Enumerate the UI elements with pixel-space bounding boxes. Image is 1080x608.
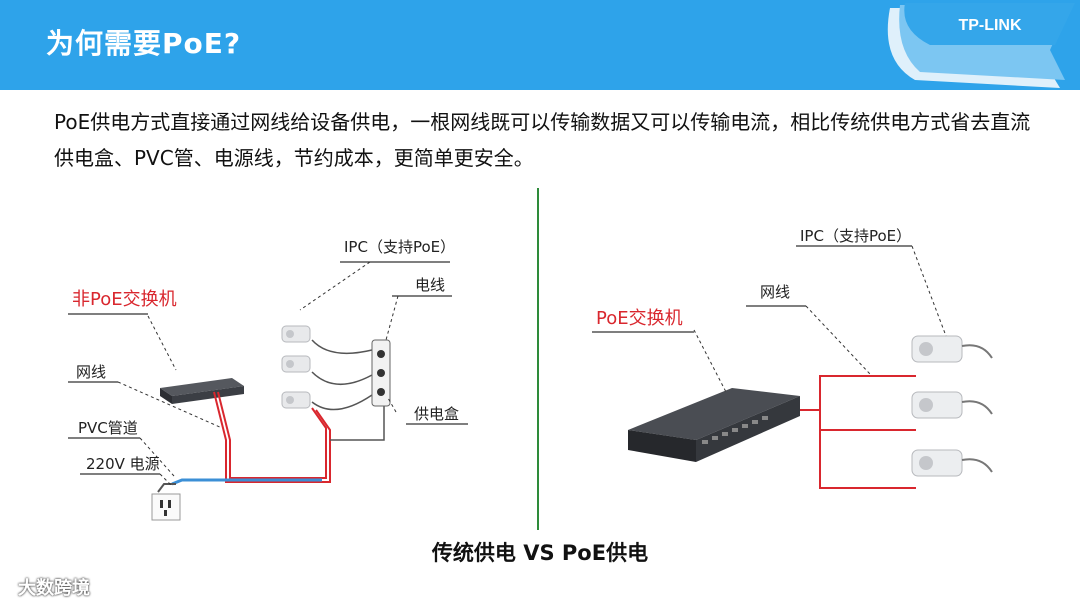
left-network-label: 网线 bbox=[76, 363, 106, 381]
camera-icon bbox=[911, 391, 993, 419]
mains-label: 220V 电源 bbox=[86, 455, 160, 473]
diagram-caption: 传统供电 VS PoE供电 bbox=[431, 541, 649, 565]
left-ipc-cameras bbox=[281, 325, 311, 409]
poe-network-cable bbox=[800, 375, 916, 489]
power-wires bbox=[311, 339, 385, 441]
right-network-label: 网线 bbox=[760, 283, 790, 301]
camera-icon bbox=[281, 391, 311, 409]
poe-switch-label: PoE交换机 bbox=[596, 308, 683, 329]
power-box-label: 供电盒 bbox=[414, 405, 459, 423]
right-ipc-label: IPC（支持PoE） bbox=[800, 227, 911, 245]
watermark: 大数跨境 bbox=[18, 578, 90, 599]
power-wire-label: 电线 bbox=[415, 276, 445, 294]
camera-icon bbox=[281, 325, 311, 343]
non-poe-switch-label: 非PoE交换机 bbox=[72, 289, 177, 310]
camera-icon bbox=[281, 355, 311, 373]
brand-text: TP-LINK bbox=[958, 17, 1022, 34]
page-title: 为何需要PoE? bbox=[46, 27, 242, 60]
non-poe-switch-icon bbox=[160, 378, 244, 404]
intro-paragraph: PoE供电方式直接通过网线给设备供电，一根网线既可以传输数据又可以传输电流，相比… bbox=[54, 110, 1031, 170]
camera-icon bbox=[911, 335, 993, 363]
pvc-pipe bbox=[171, 478, 322, 486]
pvc-label: PVC管道 bbox=[78, 419, 138, 437]
left-ipc-label: IPC（支持PoE） bbox=[344, 238, 455, 256]
left-network-cable bbox=[213, 391, 331, 483]
tp-link-logo: TP-LINK bbox=[887, 3, 1075, 88]
poe-switch-icon bbox=[628, 388, 800, 462]
camera-icon bbox=[911, 449, 993, 477]
wall-outlet-icon bbox=[151, 483, 181, 521]
power-box-icon bbox=[371, 339, 391, 407]
right-ipc-cameras bbox=[911, 335, 993, 477]
